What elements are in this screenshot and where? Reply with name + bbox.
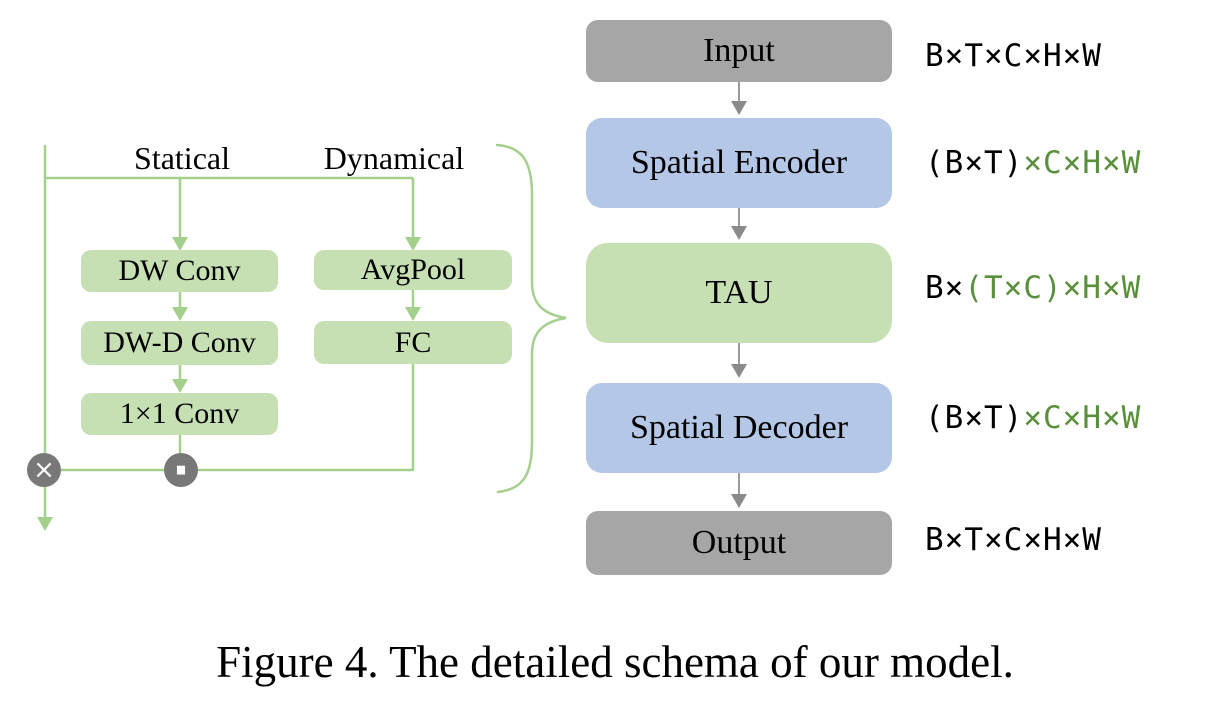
tau-shape-label: B×(T×C)×H×W — [925, 270, 1141, 306]
green-connector-lines — [43, 145, 415, 517]
brace-icon — [495, 143, 567, 494]
shape-green-part: ×C×H×W — [1023, 400, 1142, 436]
shape-green-part: (T×C)×H×W — [964, 270, 1142, 306]
shape-green-part: ×C×H×W — [1023, 145, 1142, 181]
figure-caption: Figure 4. The detailed schema of our mod… — [216, 637, 1014, 687]
output-shape-label: B×T×C×H×W — [925, 522, 1102, 558]
multiply-symbol: × — [33, 455, 55, 485]
dot-symbol: · — [172, 443, 190, 497]
statical-branch-label: Statical — [134, 140, 230, 176]
shape-black-part: B×T×C×H×W — [925, 522, 1102, 558]
shape-black-part: B× — [925, 270, 965, 306]
multiply-icon: × — [27, 453, 61, 487]
avgpool-box: AvgPool — [314, 250, 512, 290]
input-shape-label: B×T×C×H×W — [925, 38, 1102, 74]
tau-box: TAU — [586, 243, 892, 343]
spatial-decoder-box: Spatial Decoder — [586, 383, 892, 473]
spatial-encoder-box: Spatial Encoder — [586, 118, 892, 208]
shape-black-part: (B×T) — [925, 400, 1024, 436]
fc-box: FC — [314, 321, 512, 364]
shape-black-part: B×T×C×H×W — [925, 38, 1102, 74]
gray-arrowhead-icons — [731, 101, 747, 508]
decoder-shape-label: (B×T)×C×H×W — [925, 400, 1141, 436]
conv-1x1-box: 1×1 Conv — [81, 393, 278, 435]
dynamical-branch-label: Dynamical — [323, 140, 465, 176]
dw-conv-box: DW Conv — [81, 250, 278, 292]
encoder-shape-label: (B×T)×C×H×W — [925, 145, 1141, 181]
shape-black-part: (B×T) — [925, 145, 1024, 181]
input-box: Input — [586, 20, 892, 82]
green-arrowhead-icons — [37, 237, 421, 531]
dw-d-conv-box: DW-D Conv — [81, 321, 278, 365]
output-box: Output — [586, 511, 892, 575]
dot-product-icon: · — [164, 447, 198, 493]
